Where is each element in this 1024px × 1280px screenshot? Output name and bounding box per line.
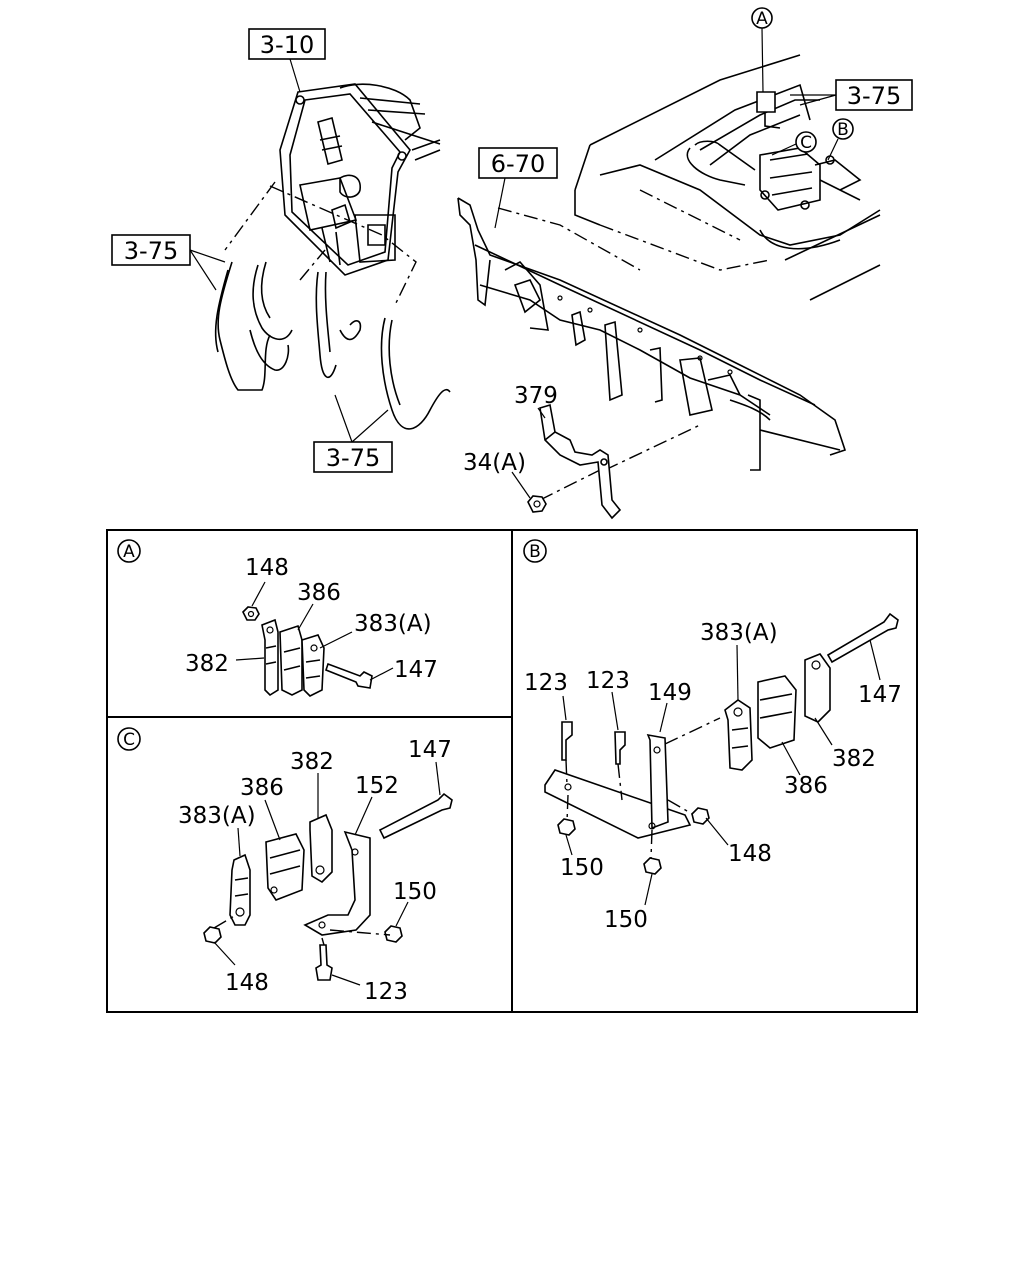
panel-b-label-123-right: 123 <box>586 668 630 694</box>
svg-text:B: B <box>529 542 541 562</box>
panel-b-bolt-123-right <box>614 731 626 765</box>
panel-a-bolt-147 <box>325 662 373 689</box>
panel-c-nut-148 <box>203 926 222 944</box>
panel-c-label-147: 147 <box>408 737 452 763</box>
panel-c-clamp-383a <box>229 853 251 926</box>
svg-text:A: A <box>123 542 135 562</box>
ref-box-3-10[interactable]: 3-10 <box>248 28 326 60</box>
panel-b-label-383a: 383(A) <box>700 620 778 646</box>
control-assembly-drawing <box>214 83 451 430</box>
panel-a-nut-148 <box>242 606 260 621</box>
svg-text:C: C <box>800 133 812 153</box>
view-callout-a[interactable]: A <box>751 7 773 29</box>
panel-b-clamp-382 <box>804 653 831 723</box>
panel-a-label-386: 386 <box>297 580 341 606</box>
panel-a-label-148: 148 <box>245 555 289 581</box>
panel-b-label-149: 149 <box>648 680 692 706</box>
ref-6-70-label: 6-70 <box>491 150 545 178</box>
panel-c-title: C <box>117 727 141 751</box>
panel-b-label-123-left: 123 <box>524 670 568 696</box>
part-379-label: 379 <box>514 383 558 409</box>
detail-panel-b: B <box>523 539 902 933</box>
panel-a-clamp-382 <box>261 618 279 697</box>
panel-a-title: A <box>117 539 141 563</box>
detail-panel-c: C 382 147 <box>117 727 453 1005</box>
panel-a-label-382: 382 <box>185 651 229 677</box>
ref-box-3-75-bottom[interactable]: 3-75 <box>313 441 393 473</box>
panel-b-label-386: 386 <box>784 773 828 799</box>
panel-a-clamp-383a <box>301 634 325 697</box>
svg-text:C: C <box>123 730 135 750</box>
ref-box-3-75-left[interactable]: 3-75 <box>111 234 191 266</box>
panel-c-label-150: 150 <box>393 879 437 905</box>
panel-b-label-150-lower: 150 <box>604 907 648 933</box>
panel-c-label-382: 382 <box>290 749 334 775</box>
panel-b-nut-150-upper <box>557 818 576 836</box>
panel-a-cushion-386 <box>279 624 303 696</box>
panel-c-bolt-147 <box>378 792 453 840</box>
panel-b-label-147: 147 <box>858 682 902 708</box>
panel-b-nut-148 <box>691 807 710 825</box>
panel-b-cushion-386 <box>757 675 797 749</box>
panel-b-bolt-123-left <box>561 721 573 761</box>
panel-b-clamp-383a <box>724 699 753 771</box>
panel-b-label-148: 148 <box>728 841 772 867</box>
ref-3-10-label: 3-10 <box>260 31 314 59</box>
view-callout-b[interactable]: B <box>832 118 854 140</box>
panel-b-label-382: 382 <box>832 746 876 772</box>
frame-rail-drawing <box>457 197 847 520</box>
panel-b-nut-150-lower <box>643 857 662 875</box>
part-34a-label: 34(A) <box>463 450 526 476</box>
panel-c-label-123: 123 <box>364 979 408 1005</box>
panel-c-clamp-382 <box>309 813 333 884</box>
ref-box-6-70[interactable]: 6-70 <box>478 147 558 179</box>
ref-3-75-left-label: 3-75 <box>124 237 178 265</box>
cab-floor-drawing <box>574 54 881 301</box>
panel-c-cushion-386 <box>265 833 305 901</box>
panel-c-label-383a: 383(A) <box>178 803 256 829</box>
panel-c-label-386: 386 <box>240 775 284 801</box>
detail-panel-a: A 148 386 383(A) 382 147 <box>117 539 438 697</box>
ref-box-3-75-top-right[interactable]: 3-75 <box>835 79 913 111</box>
ref-3-75-top-right-label: 3-75 <box>847 82 901 110</box>
panel-b-title: B <box>523 539 547 563</box>
panel-b-label-150-upper: 150 <box>560 855 604 881</box>
svg-text:A: A <box>756 9 768 29</box>
view-callout-c[interactable]: C <box>795 131 817 153</box>
panel-c-bracket-152 <box>303 830 371 936</box>
detail-panels-frame <box>106 529 918 1013</box>
panel-c-bolt-123 <box>315 944 333 981</box>
ref-3-75-bottom-label: 3-75 <box>326 444 380 472</box>
panel-a-label-383a: 383(A) <box>354 611 432 637</box>
panel-b-bolt-147 <box>826 612 899 664</box>
panel-c-nut-150 <box>384 925 403 943</box>
panel-a-label-147: 147 <box>394 657 438 683</box>
panel-c-label-152: 152 <box>355 773 399 799</box>
panel-c-label-148: 148 <box>225 970 269 996</box>
svg-text:B: B <box>837 120 849 140</box>
